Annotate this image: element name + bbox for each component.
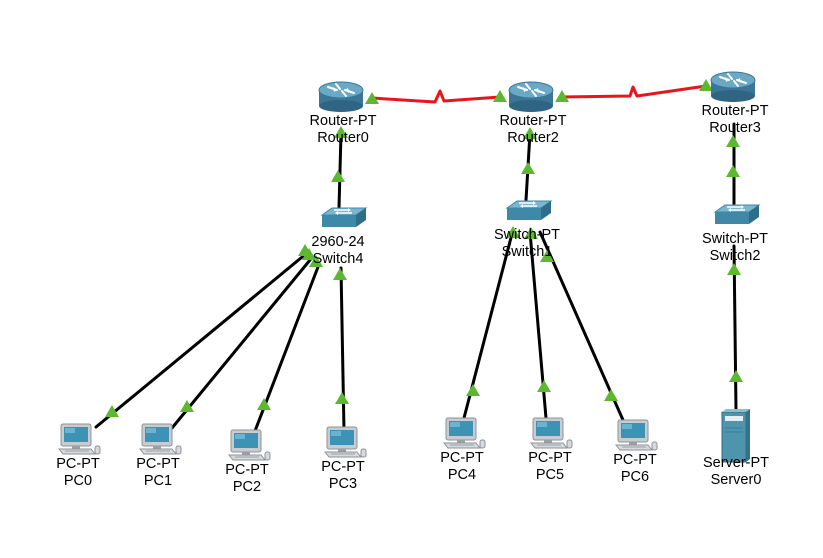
link-up-indicator-icon xyxy=(466,384,480,396)
device-name-label: Switch2 xyxy=(710,248,761,264)
link-up-indicator-icon xyxy=(537,380,551,392)
link-up-indicator-icon xyxy=(335,392,349,404)
device-model-label: PC-PT xyxy=(225,462,269,478)
link-up-indicator-icon xyxy=(555,90,569,102)
devices-layer: Router-PTRouter0Router-PTRouter2Router-P… xyxy=(56,71,769,495)
link-up-indicator-icon xyxy=(105,405,119,417)
device-model-label: Switch-PT xyxy=(494,227,560,243)
ethernet-link-pc3-switch4[interactable] xyxy=(339,266,346,433)
link-up-indicator-icon xyxy=(365,92,379,104)
device-model-label: Switch-PT xyxy=(702,231,768,247)
pc-icon xyxy=(614,419,658,451)
router-icon xyxy=(318,81,364,112)
link-up-indicator-icon xyxy=(309,255,323,267)
switch-icon xyxy=(320,207,368,227)
link-up-indicator-icon xyxy=(493,90,507,102)
link-status-layer xyxy=(105,79,743,417)
device-model-label: Server-PT xyxy=(703,455,769,471)
link-up-indicator-icon xyxy=(333,268,347,280)
device-model-label: Router-PT xyxy=(500,113,567,129)
device-name-label: PC6 xyxy=(621,469,649,485)
pc-icon xyxy=(138,423,182,455)
pc-icon xyxy=(529,417,573,449)
link-up-indicator-icon xyxy=(180,400,194,412)
link-up-indicator-icon xyxy=(523,127,537,139)
link-up-indicator-icon xyxy=(540,250,554,262)
link-up-indicator-icon xyxy=(726,165,740,177)
device-model-label: PC-PT xyxy=(440,450,484,466)
device-name-label: PC3 xyxy=(329,476,357,492)
device-name-label: PC0 xyxy=(64,473,92,489)
serial-link-router2-router3[interactable] xyxy=(560,84,708,99)
link-up-indicator-icon xyxy=(521,162,535,174)
ethernet-link-pc6-switch1[interactable] xyxy=(538,230,625,422)
ethernet-link-pc1-switch4[interactable] xyxy=(170,258,312,430)
ethernet-link-switch4-router0[interactable] xyxy=(337,131,343,210)
device-name-label: PC1 xyxy=(144,473,172,489)
server-icon xyxy=(721,409,750,463)
pc-icon xyxy=(57,423,101,455)
device-model-label: PC-PT xyxy=(321,459,365,475)
device-model-label: PC-PT xyxy=(56,456,100,472)
device-name-label: PC2 xyxy=(233,479,261,495)
device-model-label: Router-PT xyxy=(310,113,377,129)
link-up-indicator-icon xyxy=(524,227,538,239)
device-name-label: Router2 xyxy=(507,130,559,146)
device-model-label: 2960-24 xyxy=(311,234,364,250)
link-up-indicator-icon xyxy=(727,263,741,275)
device-model-label: PC-PT xyxy=(528,450,572,466)
link-up-indicator-icon xyxy=(604,389,618,401)
switch-icon xyxy=(713,204,761,224)
link-up-indicator-icon xyxy=(302,248,316,260)
pc-icon xyxy=(227,429,271,461)
ethernet-link-pc0-switch4[interactable] xyxy=(94,251,309,429)
router-icon xyxy=(508,81,554,112)
device-name-label: Switch4 xyxy=(313,251,364,267)
link-up-indicator-icon xyxy=(257,398,271,410)
link-up-indicator-icon xyxy=(334,126,348,138)
pc-icon xyxy=(323,426,367,458)
pc-icon xyxy=(442,417,486,449)
device-name-label: Router3 xyxy=(709,120,761,136)
device-name-label: PC5 xyxy=(536,467,564,483)
device-name-label: PC4 xyxy=(448,467,476,483)
device-name-label: Router0 xyxy=(317,130,369,146)
router-icon xyxy=(710,71,756,102)
device-name-label: Switch1 xyxy=(502,244,553,260)
serial-link-router0-router2[interactable] xyxy=(370,89,502,104)
link-up-indicator-icon xyxy=(506,226,520,238)
device-model-label: Router-PT xyxy=(702,103,769,119)
link-up-indicator-icon xyxy=(729,370,743,382)
link-up-indicator-icon xyxy=(699,79,713,91)
device-model-label: PC-PT xyxy=(136,456,180,472)
device-name-label: Server0 xyxy=(711,472,762,488)
links-layer xyxy=(94,84,738,433)
device-model-label: PC-PT xyxy=(613,452,657,468)
link-up-indicator-icon xyxy=(331,170,345,182)
link-up-indicator-icon xyxy=(726,135,740,147)
switch-icon xyxy=(505,200,553,220)
